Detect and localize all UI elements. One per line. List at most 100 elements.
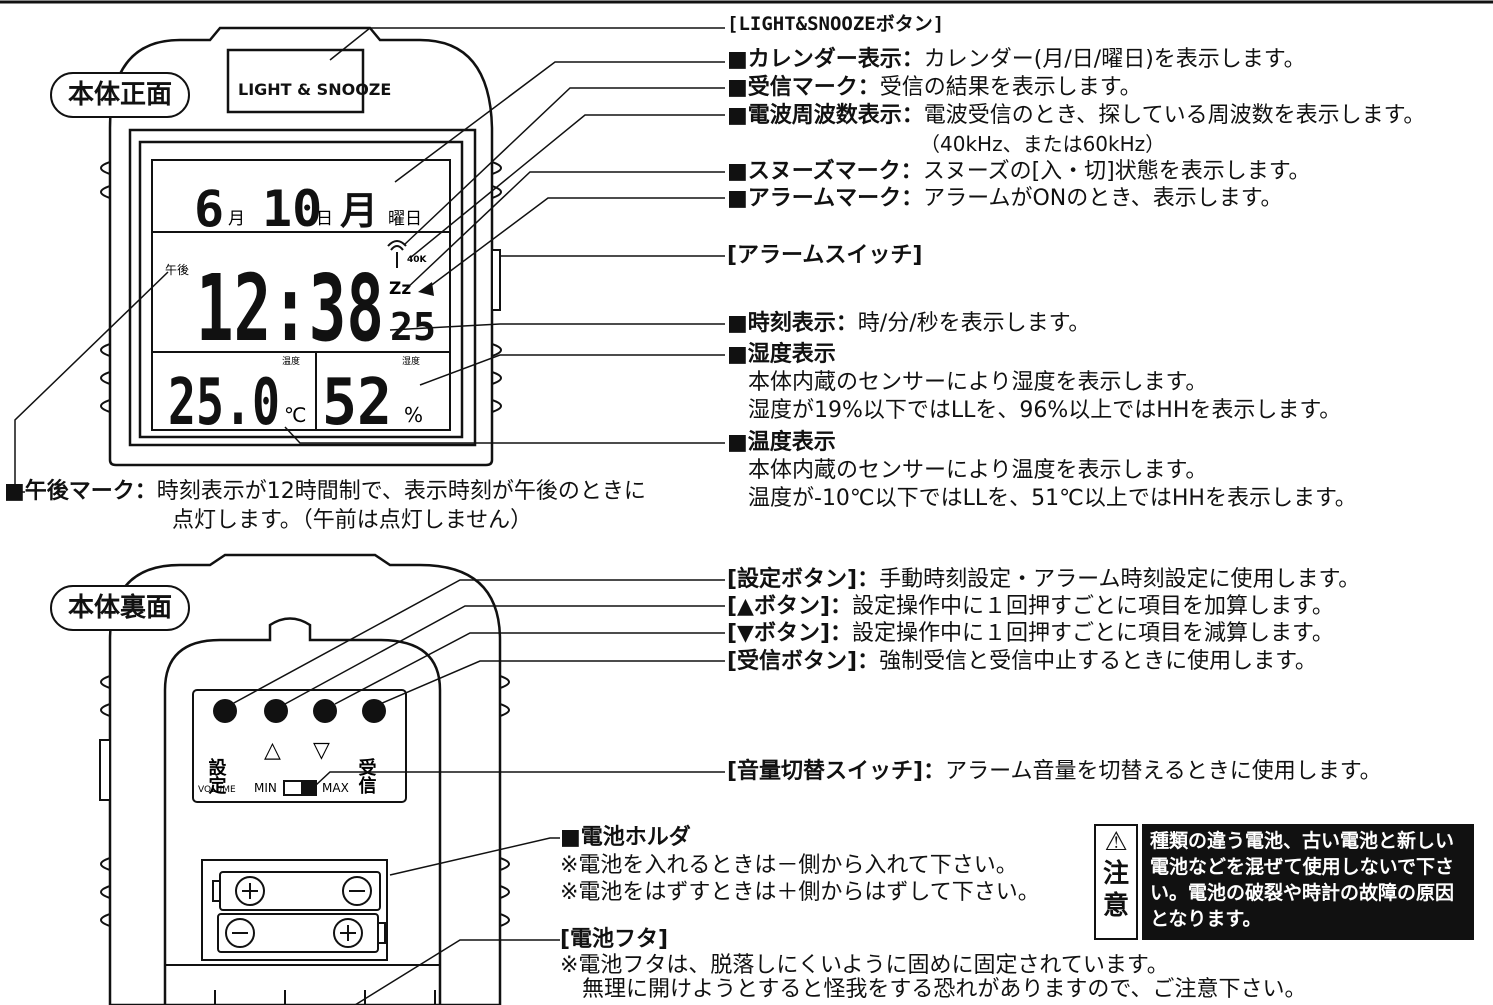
battery-bottom [217,913,386,953]
lcd-temp-unit: ℃ [284,403,306,427]
snooze-callout: ■スヌーズマーク：スヌーズの[入・切]状態を表示します。 [727,158,1311,186]
back-right-grips [499,675,510,927]
volume-min-label: MIN [254,781,277,795]
receive-button-title: [受信ボタン]： [727,649,880,674]
up-button-title: [▲ボタン]： [727,594,853,619]
volume-label: VOLUME [198,785,236,795]
frequency-desc: 電波受信のとき、探している周波数を表示します。 [923,103,1426,128]
battery-cover-title: [電池フタ] [560,927,669,952]
lcd-month: 6 [194,180,224,238]
time-desc: 時/分/秒を表示します。 [857,311,1091,336]
volume-max-label: MAX [322,781,349,795]
leader-lines [14,27,725,1005]
snooze-title: ■スヌーズマーク： [727,159,923,184]
set-button-callout: [設定ボタン]：手動時刻設定・アラーム時刻設定に使用します。 [727,566,1360,594]
lcd-temp-caption: 温度 [282,355,300,367]
humidity-line-1: 本体内蔵のセンサーにより湿度を表示します。 [748,370,1208,395]
frequency-title: ■電波周波数表示： [727,103,924,128]
calendar-callout: ■カレンダー表示：カレンダー(月/日/曜日)を表示します。 [727,46,1306,74]
lcd-time: 12:38 [196,255,384,362]
set-button-label: 設定 [206,757,227,795]
frequency-note: （40kHz、または60kHz） [920,132,1166,156]
temperature-line-2: 温度が-10℃以下ではLLを、51℃以上ではHHを表示します。 [748,486,1357,511]
alarm-switch[interactable] [491,249,501,311]
humidity-line-2: 湿度が19%以下ではLLを、96%以上ではHHを表示します。 [748,398,1342,423]
lcd-hum-unit: % [404,403,423,427]
reception-desc: 受信の結果を表示します。 [879,75,1142,100]
caution-text: 種類の違う電池、古い電池と新しい電池などを混ぜて使用しないで下さい。電池の破裂や… [1142,824,1474,940]
back-section-label: 本体裏面 [50,585,191,631]
battery-cover-line-1: ※電池フタは、脱落しにくいように固めに固定されています。 [560,953,1169,978]
temperature-title: ■温度表示 [727,430,836,455]
lcd-snooze-mark: Zz [389,279,411,299]
lcd-day: 10 [262,180,322,238]
snooze-desc: スヌーズの[入・切]状態を表示します。 [922,159,1311,184]
lcd-day-unit: 日 [316,209,333,229]
light-snooze-button[interactable] [226,48,365,114]
alarm-mark-callout: ■アラームマーク：アラームがONのとき、表示します。 [727,185,1283,213]
alarm-switch-callout: [アラームスイッチ] [727,243,923,268]
down-button-label: ▽ [313,738,330,763]
up-button[interactable] [264,699,288,723]
calendar-title: ■カレンダー表示： [727,47,924,72]
caution-sign: ⚠ 注 意 [1094,824,1138,940]
down-button[interactable] [313,699,337,723]
front-left-grips [100,161,111,413]
up-button-desc: 設定操作中に１回押すごとに項目を加算します。 [852,594,1334,619]
up-button-label: △ [264,738,281,763]
calendar-desc: カレンダー(月/日/曜日)を表示します。 [923,47,1306,72]
down-button-desc: 設定操作中に１回押すごとに項目を減算します。 [852,621,1334,646]
lcd-hum-caption: 湿度 [402,355,420,367]
light-snooze-callout: [LIGHT&SNOOZEボタン] [727,13,945,35]
lcd-frequency: 40K [407,255,428,265]
alarm-mark-desc: アラームがONのとき、表示します。 [923,186,1283,211]
battery-cover-line-2: 無理に開けようとすると怪我をする恐れがありますので、ご注意下さい。 [582,977,1307,1002]
button-panel [192,689,407,803]
battery-holder-line-2: ※電池をはずすときは＋側からはずして下さい。 [560,880,1040,905]
down-button-callout: [▼ボタン]：設定操作中に１回押すごとに項目を減算します。 [727,620,1334,648]
pm-title: ■午後マーク： [4,479,157,504]
down-button-title: [▼ボタン]： [727,621,853,646]
receive-button-label: 受信 [356,757,377,795]
lcd-seconds: 25 [390,305,436,349]
front-right-grips [491,161,502,413]
volume-desc: アラーム音量を切替えるときに使用します。 [945,759,1382,784]
lcd-weekday: 月 [340,189,378,233]
caution-char-2: 意 [1102,891,1129,921]
volume-callout: [音量切替スイッチ]：アラーム音量を切替えるときに使用します。 [727,758,1382,786]
lcd-month-unit: 月 [228,209,245,229]
front-body [108,26,494,467]
reception-callout: ■受信マーク：受信の結果を表示します。 [727,74,1142,102]
back-left-grips [100,675,111,927]
battery-top [212,871,381,911]
humidity-title: ■湿度表示 [727,342,836,367]
set-button[interactable] [213,699,237,723]
set-button-desc: 手動時刻設定・アラーム時刻設定に使用します。 [879,567,1361,592]
reception-title: ■受信マーク： [727,75,880,100]
pm-callout: ■午後マーク：時刻表示が12時間制で、表示時刻が午後のときに [4,478,646,506]
warning-icon: ⚠ [1104,827,1128,857]
volume-switch[interactable] [283,780,317,796]
battery-holder-title: ■電池ホルダ [560,825,691,850]
up-button-callout: [▲ボタン]：設定操作中に１回押すごとに項目を加算します。 [727,593,1334,621]
receive-button-desc: 強制受信と受信中止するときに使用します。 [879,649,1317,674]
light-snooze-button-label: LIGHT & SNOOZE [238,80,392,99]
frequency-callout: ■電波周波数表示：電波受信のとき、探している周波数を表示します。 [727,102,1425,130]
set-button-title: [設定ボタン]： [727,567,880,592]
pm-line-1: 時刻表示が12時間制で、表示時刻が午後のときに [156,479,646,504]
temperature-line-1: 本体内蔵のセンサーにより温度を表示します。 [748,458,1208,483]
caution-char-1: 注 [1102,859,1129,889]
alarm-mark-title: ■アラームマーク： [727,186,924,211]
battery-holder-line-1: ※電池を入れるときは－側から入れて下さい。 [560,853,1018,878]
time-title: ■時刻表示： [727,311,858,336]
receive-button[interactable] [362,699,386,723]
time-callout: ■時刻表示：時/分/秒を表示します。 [727,310,1090,338]
lcd-temperature: 25.0 [168,366,280,440]
receive-button-callout: [受信ボタン]：強制受信と受信中止するときに使用します。 [727,648,1317,676]
front-section-label: 本体正面 [50,72,191,118]
lcd-pm-mark: 午後 [165,263,189,277]
pm-line-2: 点灯します。（午前は点灯しません） [172,508,533,533]
volume-title: [音量切替スイッチ]： [727,759,946,784]
lcd-weekday-unit: 曜日 [388,209,422,229]
